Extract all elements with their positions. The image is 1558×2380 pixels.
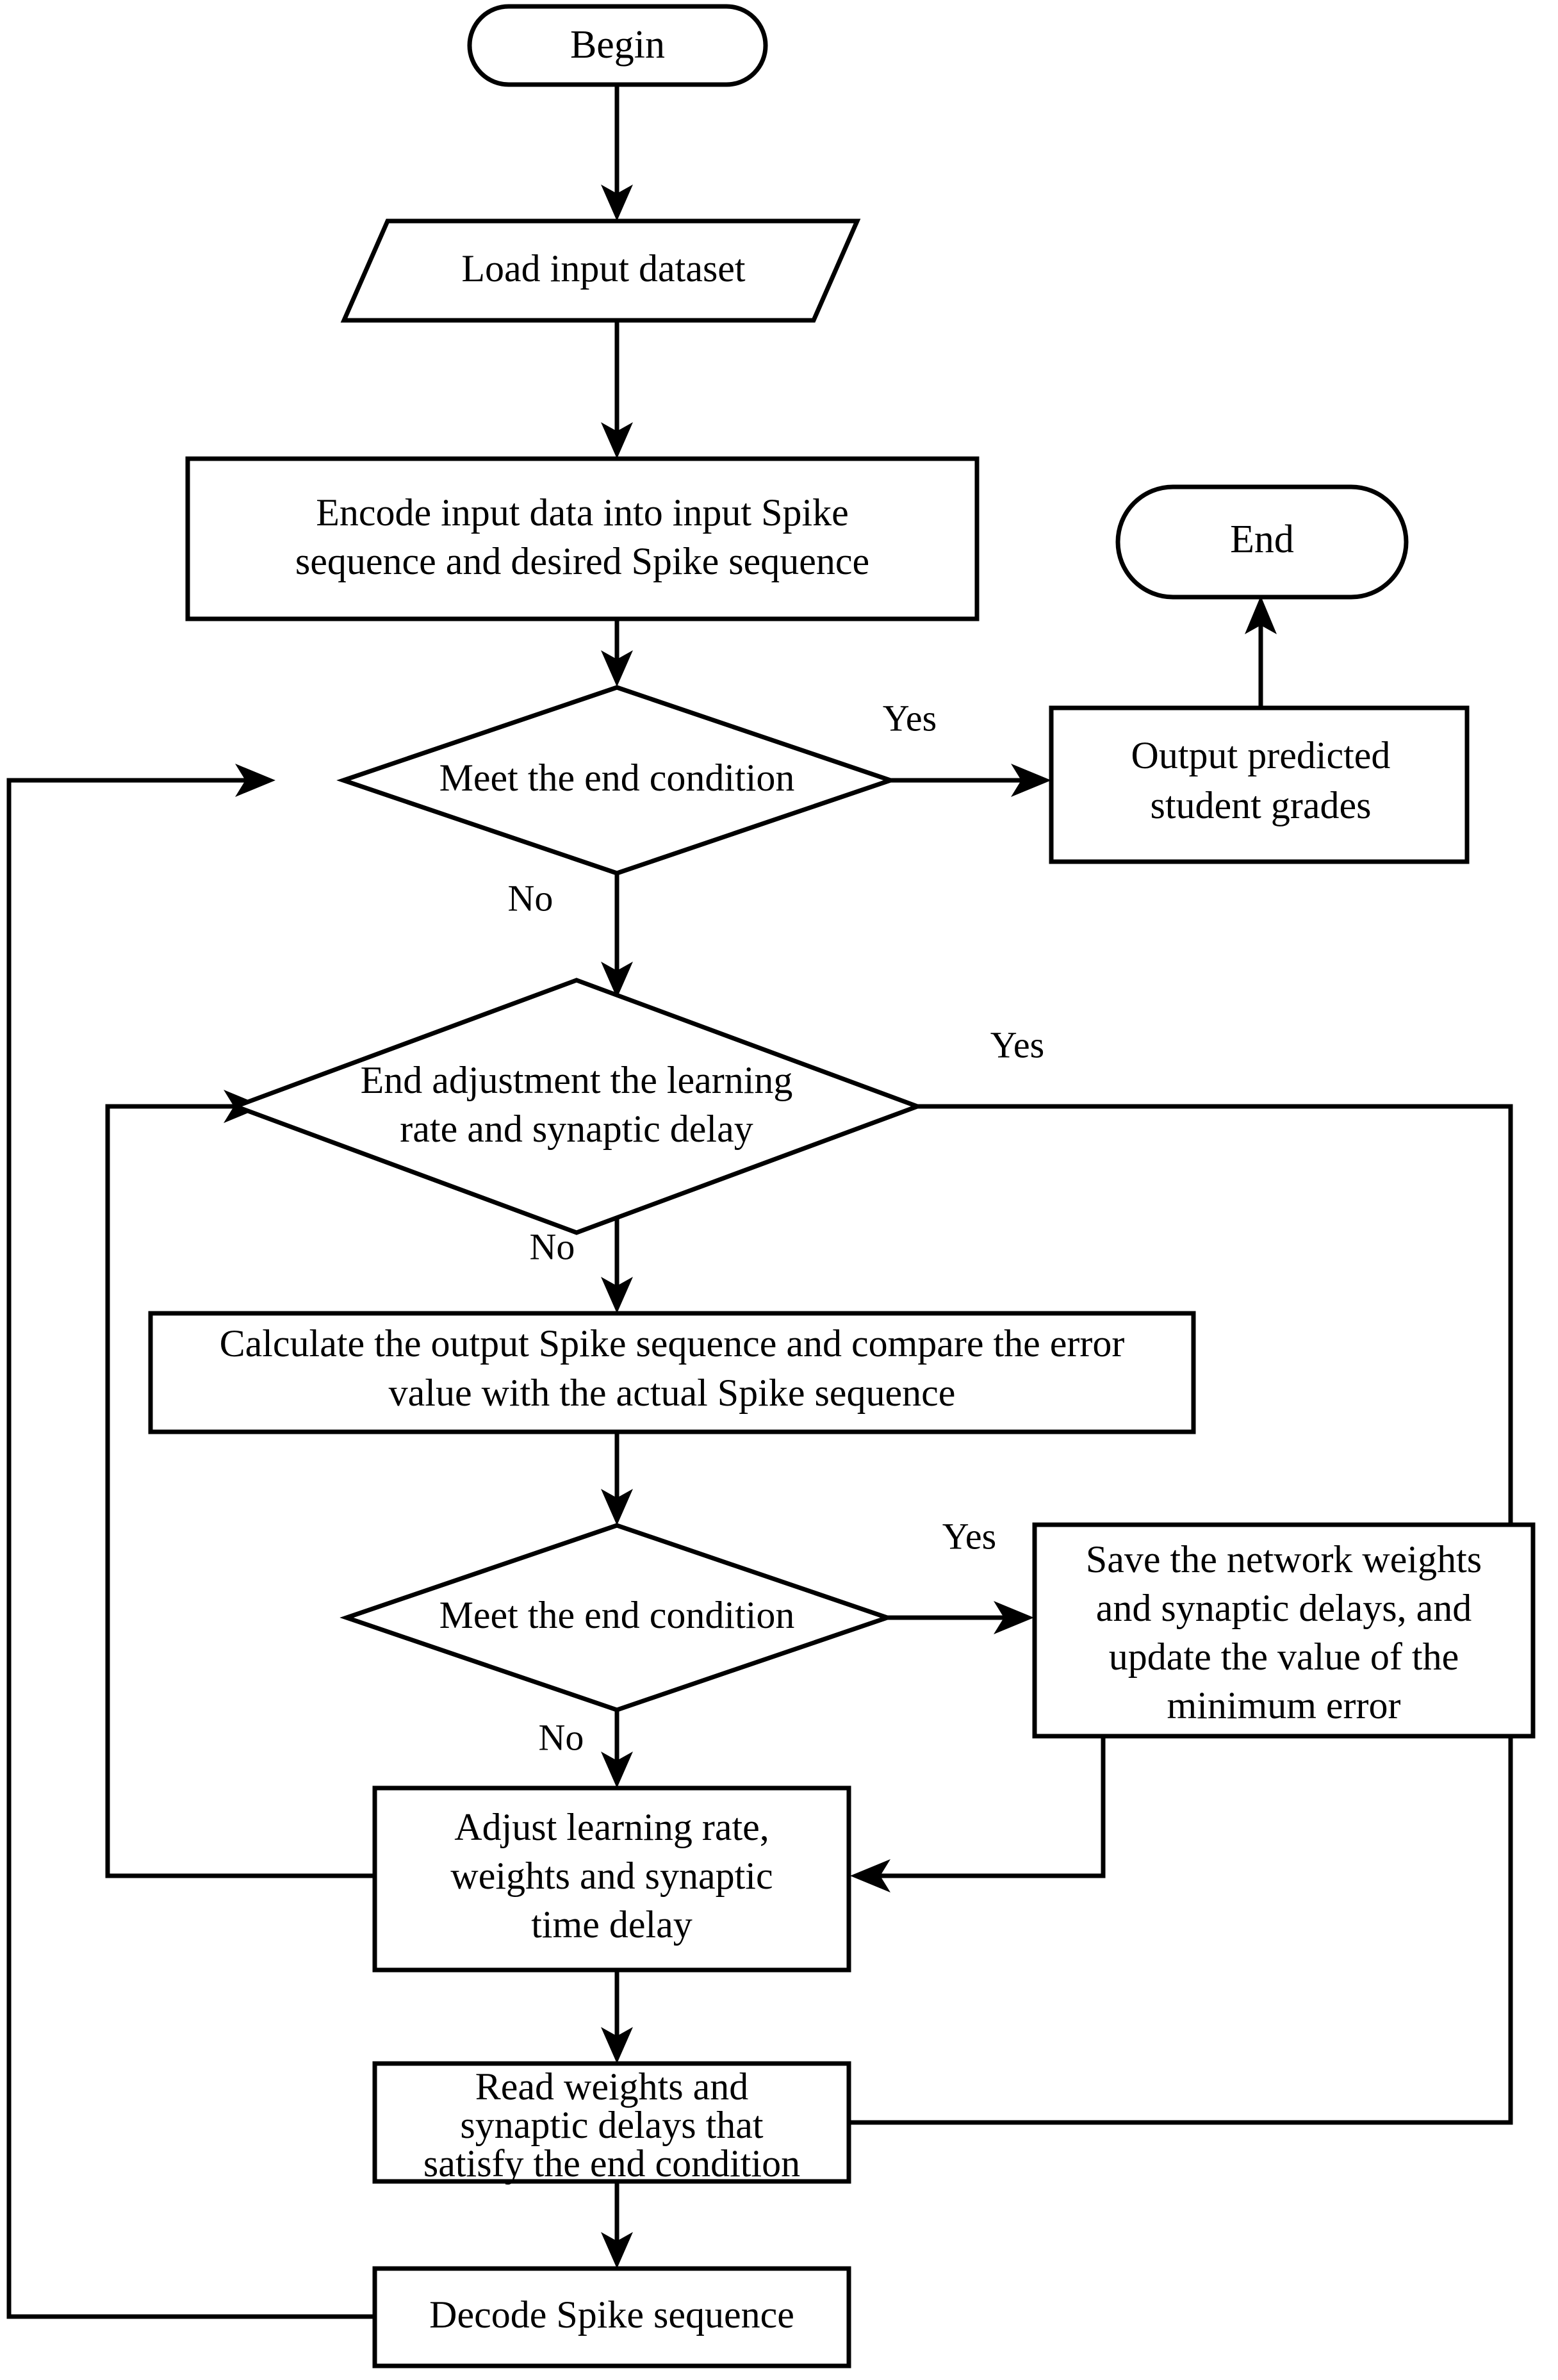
node-decision-end-condition-2[interactable]: Meet the end condition — [340, 1523, 894, 1712]
adjust-line-1: Adjust learning rate, — [454, 1806, 769, 1848]
node-end[interactable]: End — [1115, 484, 1409, 600]
node-decision-adjustment[interactable]: End adjustment the learning rate and syn… — [229, 978, 924, 1235]
node-calculate[interactable]: Calculate the output Spike sequence and … — [148, 1311, 1196, 1434]
edge-label-no-2: No — [530, 1226, 575, 1267]
edge-label-yes-3: Yes — [942, 1515, 996, 1557]
read-weights-line-1: Read weights and — [475, 2065, 749, 2108]
output-grades-line-2: student grades — [1151, 784, 1372, 826]
edge-decision3-yes-to-save — [887, 1601, 1034, 1634]
decision-adjust-line-2: rate and synaptic delay — [400, 1108, 753, 1150]
node-load-input[interactable]: Load input dataset — [340, 218, 861, 323]
edge-load-to-encode — [601, 320, 633, 459]
calculate-line-1: Calculate the output Spike sequence and … — [220, 1322, 1125, 1365]
read-weights-line-3: satisfy the end condition — [423, 2142, 800, 2185]
node-save-weights[interactable]: Save the network weights and synaptic de… — [1032, 1522, 1536, 1739]
edge-begin-to-load — [601, 83, 633, 221]
save-weights-line-4: minimum error — [1167, 1684, 1401, 1727]
edge-label-no-1: No — [508, 877, 554, 919]
edge-encode-to-decision1 — [601, 618, 633, 687]
save-weights-line-3: update the value of the — [1109, 1636, 1459, 1678]
node-decision-end-condition-1[interactable]: Meet the end condition — [336, 685, 898, 876]
calculate-line-2: value with the actual Spike sequence — [389, 1372, 956, 1414]
node-begin[interactable]: Begin — [467, 4, 768, 87]
edge-adjust-to-read — [601, 1970, 633, 2064]
begin-label: Begin — [570, 23, 665, 67]
edge-adjust-loop-to-decision2 — [105, 1090, 375, 1878]
save-weights-line-1: Save the network weights — [1086, 1538, 1482, 1580]
decision-adjust-line-1: End adjustment the learning — [361, 1059, 793, 1101]
read-weights-line-2: synaptic delays that — [460, 2104, 764, 2146]
edge-decode-loop-to-decision1 — [6, 764, 375, 2319]
output-grades-line-1: Output predicted — [1131, 734, 1391, 776]
node-output-grades[interactable]: Output predicted student grades — [1049, 705, 1470, 864]
edge-label-yes-1: Yes — [883, 697, 937, 739]
adjust-line-2: weights and synaptic — [450, 1855, 773, 1897]
edge-calculate-to-decision3 — [601, 1432, 633, 1525]
edge-save-to-adjust — [850, 1736, 1106, 1892]
save-weights-line-2: and synaptic delays, and — [1096, 1587, 1472, 1629]
node-encode[interactable]: Encode input data into input Spike seque… — [185, 456, 980, 621]
edge-decision1-yes-to-output — [890, 764, 1051, 797]
edge-decision3-no-to-adjust — [601, 1711, 633, 1788]
node-decode[interactable]: Decode Spike sequence — [372, 2266, 851, 2368]
encode-line-2: sequence and desired Spike sequence — [295, 540, 869, 582]
encode-line-1: Encode input data into input Spike — [316, 491, 849, 534]
edge-label-no-3: No — [539, 1716, 584, 1758]
decision-1-label: Meet the end condition — [439, 757, 795, 799]
edge-decision1-no-to-decision2 — [601, 874, 633, 998]
load-input-label: Load input dataset — [461, 247, 746, 290]
edge-read-to-decode — [601, 2181, 633, 2269]
adjust-line-3: time delay — [531, 1903, 693, 1946]
node-read-weights[interactable]: Read weights and synaptic delays that sa… — [372, 2061, 851, 2185]
decision-2-label: Meet the end condition — [439, 1594, 795, 1636]
end-label: End — [1230, 518, 1294, 561]
edge-output-to-end — [1245, 596, 1277, 708]
edge-label-yes-2: Yes — [990, 1024, 1044, 1065]
decode-label: Decode Spike sequence — [429, 2294, 794, 2336]
node-adjust[interactable]: Adjust learning rate, weights and synapt… — [372, 1785, 851, 1973]
